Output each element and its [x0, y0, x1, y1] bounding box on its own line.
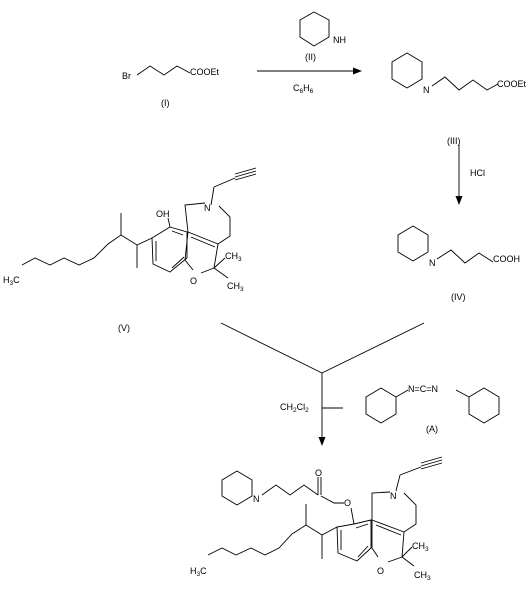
n-label-IV: N [429, 258, 436, 268]
dimethylheptyl-chain [21, 234, 153, 266]
methyl-a [213, 257, 226, 269]
ring-n-c4 [217, 205, 231, 245]
oh-bond [167, 217, 171, 228]
alkyne-product-3 [420, 456, 443, 464]
benzene-double-3 [171, 230, 184, 236]
chain-III [431, 76, 499, 91]
piperidine-ring-II [299, 11, 330, 47]
n-ring-label: N [390, 491, 397, 501]
compound-I-label: (I) [161, 98, 170, 108]
propargyl-ch2-product [395, 474, 401, 492]
step2-conditions: HCl [455, 145, 485, 205]
compound-IV: N COOH (IV) [397, 225, 520, 302]
ch3-product-a: CH3 [412, 541, 429, 553]
converge-line-left [220, 322, 323, 374]
compound-V-label: (V) [118, 323, 130, 333]
compound-A-label: (A) [426, 424, 438, 434]
pyran-product-b [401, 531, 405, 558]
ring-c1-n [184, 202, 206, 233]
alkyne-1 [234, 170, 257, 178]
converge-line-right [321, 322, 425, 374]
ester-link [320, 495, 344, 504]
step1-conditions: NH (II) C6H6 [257, 11, 362, 95]
cyclohexyl-ring-left [365, 387, 397, 424]
dcc-bond-right [455, 389, 470, 398]
n-label-III: N [423, 85, 430, 95]
pyran-product-c [387, 556, 403, 563]
o-ester-label: O [344, 498, 351, 508]
h3c-label-V: H3C [3, 275, 20, 287]
propargyl-bond [213, 177, 236, 188]
solvent-benzene: C6H6 [293, 83, 314, 95]
nh-label: NH [333, 35, 346, 45]
compound-III: N COOEt (III) [391, 52, 527, 146]
benzene-product-double-3 [355, 523, 369, 529]
chain-IV [436, 249, 494, 264]
acid-label-IV: COOH [493, 254, 520, 264]
ring-fusion-double [190, 236, 216, 248]
chain-product [261, 484, 319, 496]
propargyl-bond-product [399, 466, 422, 476]
pyran-cme2-o [200, 267, 215, 274]
ester-aryl-bond [350, 507, 355, 525]
compound-I: Br COOEt (I) [122, 65, 220, 108]
compound-II-label: (II) [305, 52, 316, 62]
ring-n-c4-product [403, 492, 417, 533]
ch3-product-b: CH3 [414, 570, 431, 582]
methyl-product-a [401, 546, 413, 558]
methyl-b [213, 267, 229, 279]
compound-IV-label: (IV) [451, 292, 466, 302]
arrow-head-2 [455, 196, 463, 205]
alkyne-2 [234, 173, 257, 181]
methyl-product-b [401, 556, 415, 567]
product: N O O N O CH3 CH3 [190, 456, 443, 582]
benzene-product-double-2 [357, 545, 369, 558]
oh-label: OH [156, 209, 170, 219]
compound-III-label: (III) [447, 136, 461, 146]
o-ring-label: O [377, 566, 384, 576]
benzene-ring-V [151, 226, 188, 273]
compound-V: N O CH3 CH3 OH H3C (V) [3, 167, 257, 333]
benzene-ring-product [336, 519, 372, 562]
pyran-c-cme2 [213, 243, 219, 269]
arrow-head-1 [353, 67, 362, 75]
alkyne-product-2 [420, 462, 443, 470]
ch3-label-a: CH3 [225, 251, 242, 263]
carbodiimide-label: N=C=N [408, 384, 438, 394]
ring-fusion-product [371, 519, 405, 533]
n-pip-label: N [253, 494, 260, 504]
step3-conditions: CH2Cl2 N=C=N (A) [220, 322, 500, 446]
bromine-label: Br [122, 71, 131, 81]
alkyne-3 [234, 167, 257, 175]
ring-fusion-bond [187, 231, 219, 245]
alkyne-product-1 [420, 459, 443, 467]
solvent-dcm: CH2Cl2 [280, 402, 309, 414]
ch3-label-b: CH3 [227, 281, 244, 293]
propargyl-ch2 [210, 186, 215, 206]
ring-c1-n-product [371, 491, 391, 520]
ring-fusion-double-product [375, 524, 402, 536]
arrow-head-3 [318, 437, 326, 446]
o-carbonyl-label: O [315, 468, 322, 478]
n-label-V: N [204, 203, 211, 213]
reagent-hcl: HCl [470, 168, 485, 178]
benzene-double-2 [171, 256, 185, 269]
piperidine-ring-III [391, 52, 423, 89]
ester-label-I: COOEt [190, 67, 220, 77]
o-label-V: O [190, 276, 197, 286]
dimethylheptyl-chain-product [207, 524, 338, 556]
butyl-chain [136, 65, 191, 76]
piperidine-ring-IV [397, 225, 429, 262]
pyran-product-a [371, 520, 379, 558]
piperidine-ring-product [221, 470, 253, 506]
dcc-bond-left [395, 389, 409, 398]
cyclohexyl-ring-right [468, 387, 500, 424]
ester-label-III: COOEt [497, 79, 527, 89]
h3c-label-product: H3C [190, 566, 207, 578]
